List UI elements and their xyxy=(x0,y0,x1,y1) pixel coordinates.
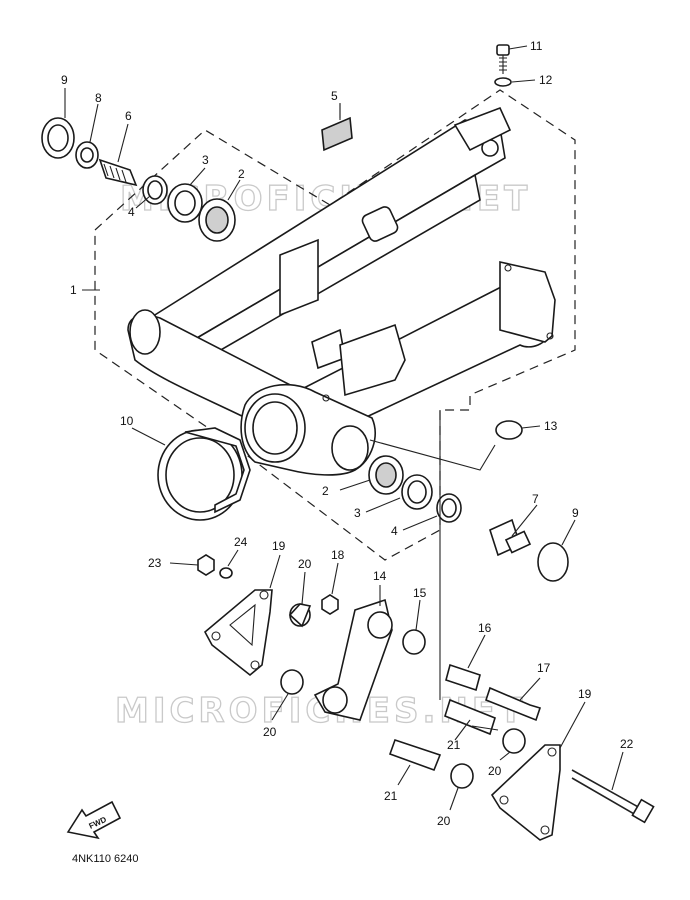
callout-23: 23 xyxy=(148,556,162,570)
bolt-17 xyxy=(485,686,542,722)
cap-9-lower xyxy=(537,542,569,582)
callout-24: 24 xyxy=(234,535,248,549)
callout-2-upper: 2 xyxy=(238,167,245,181)
callout-4-upper: 4 xyxy=(128,205,135,219)
callout-5: 5 xyxy=(331,89,338,103)
swingarm xyxy=(127,106,556,476)
washer-24 xyxy=(219,567,233,579)
callout-18: 18 xyxy=(331,548,345,562)
callout-4-lower: 4 xyxy=(391,524,398,538)
callout-12: 12 xyxy=(539,73,553,87)
washer-12 xyxy=(494,77,512,87)
callout-15: 15 xyxy=(413,586,427,600)
collar-15 xyxy=(402,629,426,655)
bush-21-a xyxy=(444,698,496,736)
part-5-plate xyxy=(321,116,353,152)
assembly-boundary xyxy=(94,89,576,561)
callout-13: 13 xyxy=(544,419,558,433)
callout-3-lower: 3 xyxy=(354,506,361,520)
callout-20-a: 20 xyxy=(298,557,312,571)
collar-20-a xyxy=(288,603,312,628)
callout-2-lower: 2 xyxy=(322,484,329,498)
callout-3-upper: 3 xyxy=(202,153,209,167)
callout-21-a: 21 xyxy=(447,738,461,752)
cap-13 xyxy=(495,420,523,440)
callout-16: 16 xyxy=(478,621,492,635)
callout-10: 10 xyxy=(120,414,134,428)
upper-left-bearing-set xyxy=(41,117,236,242)
callout-7: 7 xyxy=(532,492,539,506)
leader-lines xyxy=(64,45,624,811)
pivot-bolt-7 xyxy=(489,518,532,557)
fwd-arrow-icon: FWD xyxy=(66,800,122,840)
callout-21-b: 21 xyxy=(384,789,398,803)
callout-11: 11 xyxy=(530,39,543,53)
large-ring-10 xyxy=(157,427,251,521)
callout-17: 17 xyxy=(537,661,551,675)
bolt-22 xyxy=(571,769,655,824)
callout-9-lower: 9 xyxy=(572,506,579,520)
callout-19-left: 19 xyxy=(272,539,286,553)
collar-20-b xyxy=(280,669,304,695)
callout-22: 22 xyxy=(620,737,634,751)
callout-1: 1 xyxy=(70,283,77,297)
callout-20-b: 20 xyxy=(263,725,277,739)
callout-20-d: 20 xyxy=(437,814,451,828)
callout-20-c: 20 xyxy=(488,764,502,778)
nut-23 xyxy=(197,554,215,576)
callout-8: 8 xyxy=(95,91,102,105)
diagram-code: 4NK110 6240 xyxy=(72,853,138,865)
collar-20-c xyxy=(502,728,526,754)
callout-6: 6 xyxy=(125,109,132,123)
collar-20-d xyxy=(450,763,474,789)
nut-18 xyxy=(321,594,339,615)
bush-16 xyxy=(445,663,481,692)
callout-14: 14 xyxy=(373,569,387,583)
callout-19-right: 19 xyxy=(578,687,592,701)
relay-arm-19-right xyxy=(490,744,561,841)
bush-21-b xyxy=(388,738,442,772)
callout-labels: 1 2 3 4 5 6 7 8 9 9 10 11 12 13 2 3 4 14… xyxy=(61,39,634,828)
bolt-11 xyxy=(496,44,510,74)
callout-9-upper: 9 xyxy=(61,73,68,87)
